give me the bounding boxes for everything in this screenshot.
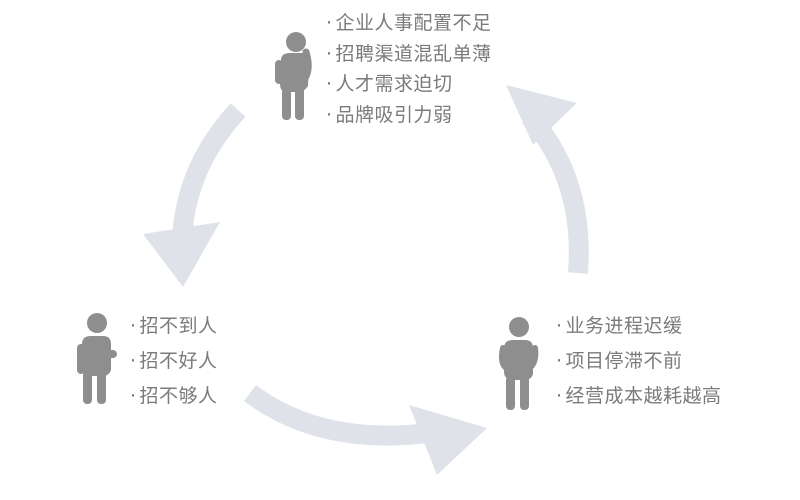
list-item: 业务进程迟缓	[556, 309, 722, 344]
thinking-person-icon	[275, 32, 312, 120]
cycle-arrow-left-to-right	[243, 384, 487, 475]
list-item: 企业人事配置不足	[326, 8, 492, 39]
top-problem-list: 企业人事配置不足 招聘渠道混乱单薄 人才需求迫切 品牌吸引力弱	[326, 8, 492, 130]
cycle-arrow-right-to-top	[506, 85, 589, 274]
hands-folded-person-icon	[499, 317, 539, 410]
arrow-head	[409, 405, 487, 475]
arrow-shaft	[243, 384, 430, 446]
right-problem-list: 业务进程迟缓 项目停滞不前 经营成本越耗越高	[556, 309, 722, 414]
hand-on-chest-person-icon	[77, 313, 117, 404]
list-item: 项目停滞不前	[556, 344, 722, 379]
left-problem-list: 招不到人 招不好人 招不够人	[130, 309, 218, 414]
list-item: 招不好人	[130, 344, 218, 379]
list-item: 招聘渠道混乱单薄	[326, 39, 492, 70]
list-item: 招不够人	[130, 379, 218, 414]
list-item: 人才需求迫切	[326, 69, 492, 100]
arrow-head	[143, 222, 220, 287]
cycle-arrow-top-to-left	[143, 103, 246, 287]
list-item: 品牌吸引力弱	[326, 100, 492, 131]
arrow-head	[506, 85, 577, 145]
list-item: 招不到人	[130, 309, 218, 344]
list-item: 经营成本越耗越高	[556, 379, 722, 414]
